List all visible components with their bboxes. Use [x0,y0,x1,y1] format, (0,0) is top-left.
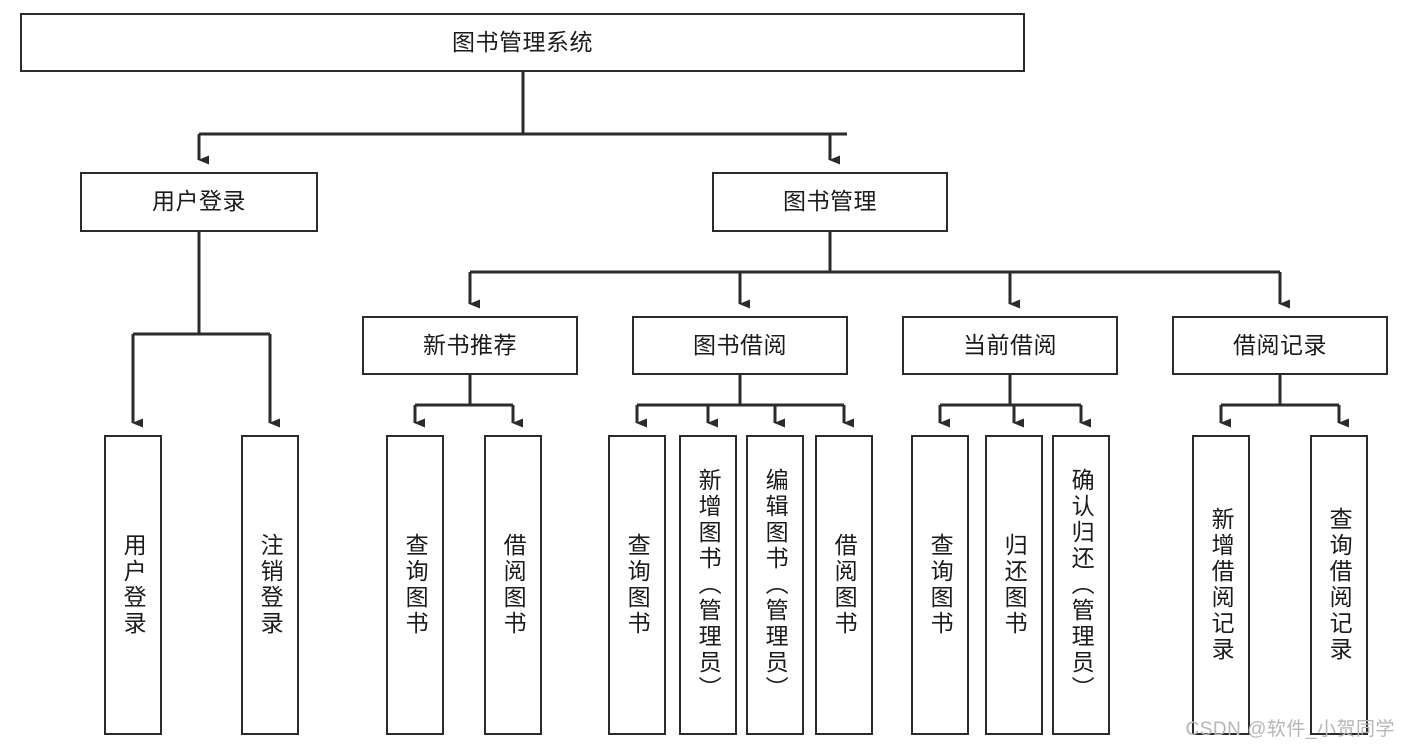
node-new-book-recommend[interactable]: 新书推荐 [362,316,578,375]
node-book-management[interactable]: 图书管理 [712,172,948,232]
node-leaf-query-borrow-record[interactable]: 查询借阅记录 [1310,435,1368,735]
node-leaf-confirm-return-admin[interactable]: 确认归还（管理员） [1052,435,1110,735]
node-borrow-record[interactable]: 借阅记录 [1172,316,1388,375]
node-user-login[interactable]: 用户登录 [80,172,318,232]
node-leaf-query-book-borrow[interactable]: 查询图书 [608,435,666,735]
node-current-borrow[interactable]: 当前借阅 [902,316,1118,375]
node-leaf-query-book-recommend[interactable]: 查询图书 [386,435,444,735]
node-leaf-borrow-book[interactable]: 借阅图书 [815,435,873,735]
node-leaf-query-book-current[interactable]: 查询图书 [911,435,969,735]
node-leaf-add-borrow-record[interactable]: 新增借阅记录 [1192,435,1250,735]
node-root[interactable]: 图书管理系统 [20,13,1025,72]
node-leaf-add-book-admin[interactable]: 新增图书（管理员） [679,435,737,735]
node-book-borrow[interactable]: 图书借阅 [632,316,848,375]
csdn-watermark: CSDN @软件_小贺同学 [1185,719,1395,740]
node-leaf-logout-login[interactable]: 注销登录 [241,435,299,735]
node-leaf-borrow-book-recommend[interactable]: 借阅图书 [484,435,542,735]
node-leaf-user-login[interactable]: 用户登录 [104,435,162,735]
node-leaf-return-book[interactable]: 归还图书 [985,435,1043,735]
node-leaf-edit-book-admin[interactable]: 编辑图书（管理员） [746,435,804,735]
